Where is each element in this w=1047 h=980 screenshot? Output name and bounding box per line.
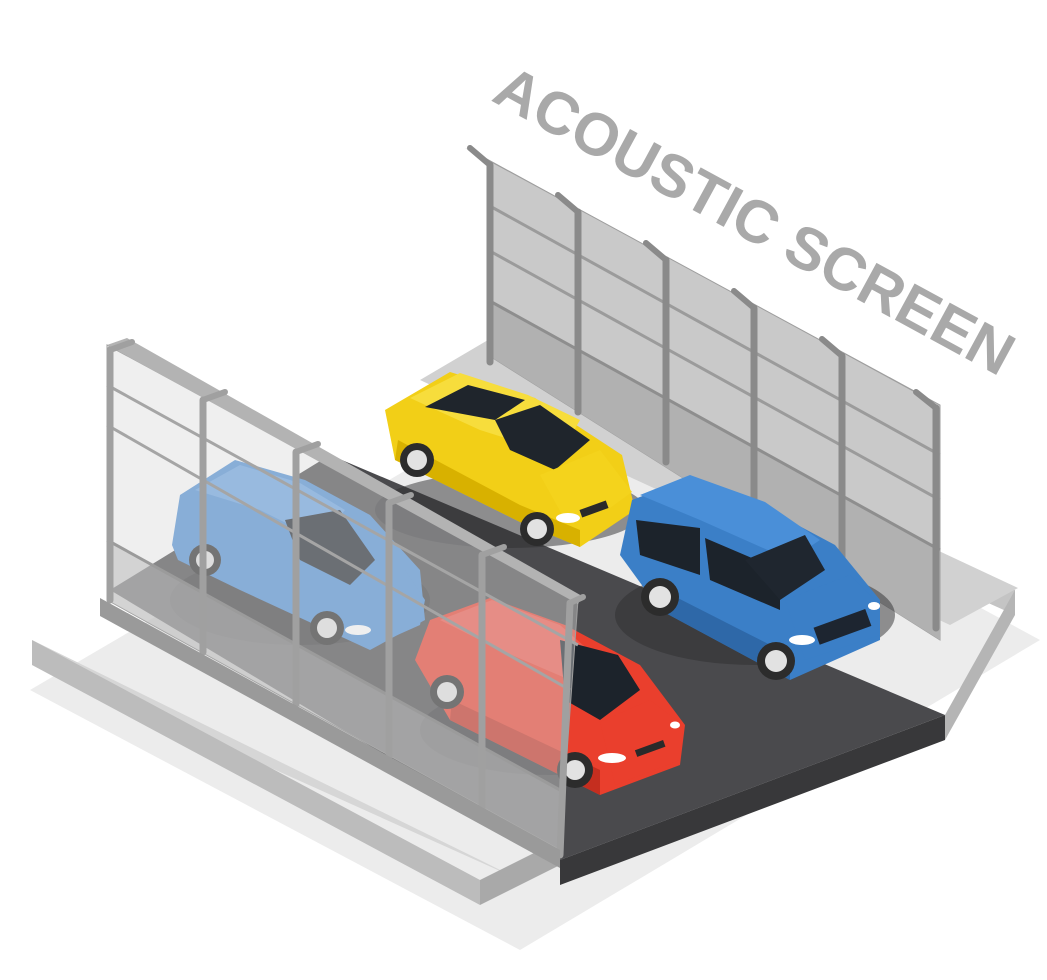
front-screen-posts [106, 346, 574, 859]
back-screen-post-heads [467, 145, 939, 411]
front-screen-post-heads [107, 339, 586, 606]
back-screen-posts [486, 161, 940, 632]
sidewalk-top [32, 640, 520, 880]
road-right-curb [945, 590, 1015, 740]
front-acoustic-screen [106, 338, 582, 851]
road-edge [560, 715, 945, 885]
blue-suv [615, 475, 895, 680]
front-screen-base [100, 598, 560, 868]
yellow-sedan [375, 372, 645, 548]
sidewalk-side [32, 640, 480, 905]
